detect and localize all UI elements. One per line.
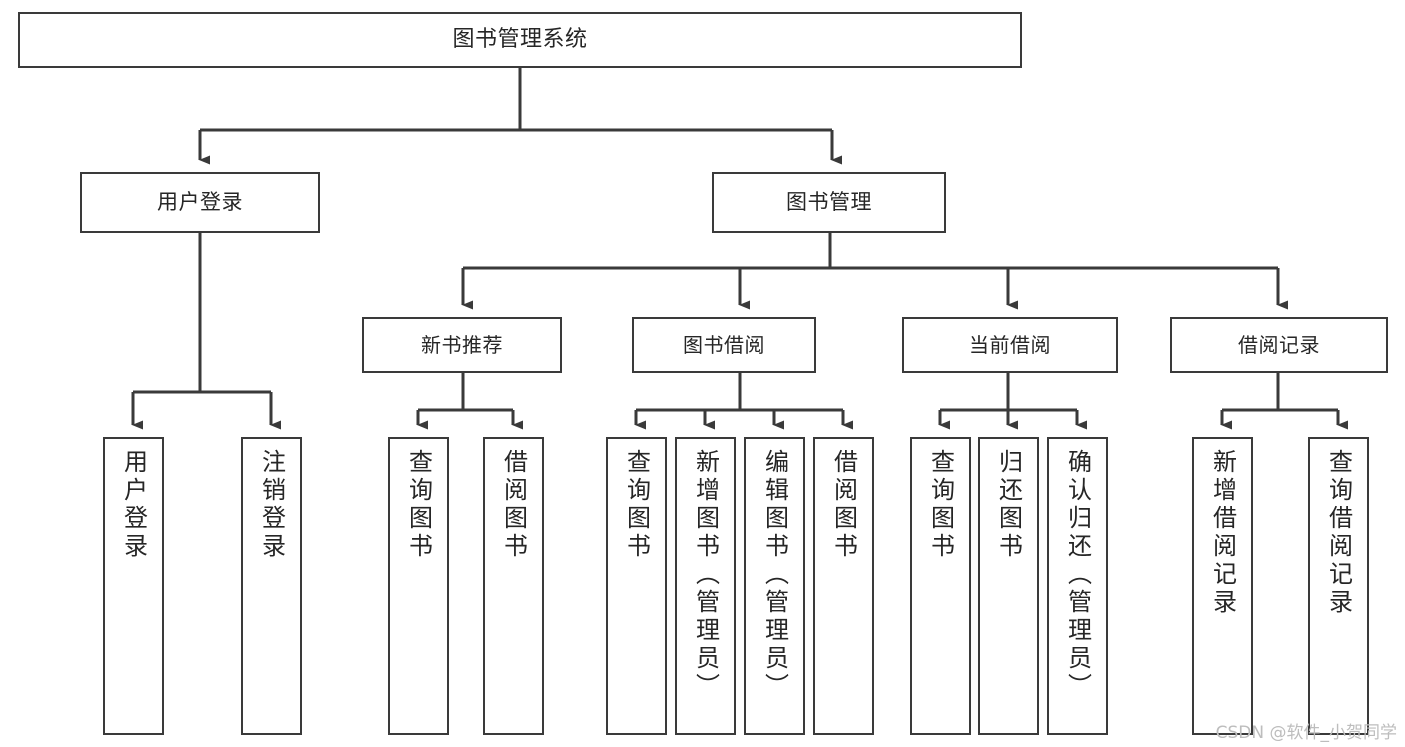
node-new-book-recommend-label: 新书推荐 xyxy=(421,332,503,357)
node-leaf-borrow-book-2[interactable]: 借阅图书 xyxy=(813,437,874,735)
node-book-borrow[interactable]: 图书借阅 xyxy=(632,317,816,373)
node-leaf-return-book[interactable]: 归还图书 xyxy=(978,437,1039,735)
node-leaf-add-book[interactable]: 新增图书（管理员） xyxy=(675,437,736,735)
node-leaf-query-book-3[interactable]: 查询图书 xyxy=(910,437,971,735)
node-leaf-query-book-1[interactable]: 查询图书 xyxy=(388,437,449,735)
node-root-label: 图书管理系统 xyxy=(452,27,588,53)
node-book-management-label: 图书管理 xyxy=(786,190,872,215)
node-leaf-add-record-label: 新增借阅记录 xyxy=(1208,449,1237,617)
node-leaf-return-book-label: 归还图书 xyxy=(994,449,1023,561)
watermark: CSDN @软件_小贺同学 xyxy=(1215,723,1397,743)
node-leaf-query-book-1-label: 查询图书 xyxy=(404,449,433,561)
node-leaf-borrow-book-1-label: 借阅图书 xyxy=(499,449,528,561)
node-book-borrow-label: 图书借阅 xyxy=(683,332,765,357)
node-leaf-query-book-2[interactable]: 查询图书 xyxy=(606,437,667,735)
node-user-login[interactable]: 用户登录 xyxy=(80,172,320,233)
node-leaf-logout-login-label: 注销登录 xyxy=(257,449,286,561)
node-current-borrow-label: 当前借阅 xyxy=(969,332,1051,357)
node-leaf-query-record[interactable]: 查询借阅记录 xyxy=(1308,437,1369,735)
node-new-book-recommend[interactable]: 新书推荐 xyxy=(362,317,562,373)
node-leaf-borrow-book-1[interactable]: 借阅图书 xyxy=(483,437,544,735)
node-leaf-confirm-return-label: 确认归还（管理员） xyxy=(1063,449,1092,701)
node-leaf-user-login-label: 用户登录 xyxy=(119,449,148,561)
node-user-login-label: 用户登录 xyxy=(157,190,243,215)
node-leaf-add-record[interactable]: 新增借阅记录 xyxy=(1192,437,1253,735)
node-leaf-add-book-label: 新增图书（管理员） xyxy=(691,449,720,701)
node-leaf-logout-login[interactable]: 注销登录 xyxy=(241,437,302,735)
node-leaf-confirm-return[interactable]: 确认归还（管理员） xyxy=(1047,437,1108,735)
node-leaf-edit-book-label: 编辑图书（管理员） xyxy=(760,449,789,701)
node-borrow-record[interactable]: 借阅记录 xyxy=(1170,317,1388,373)
node-leaf-query-record-label: 查询借阅记录 xyxy=(1324,449,1353,617)
node-leaf-edit-book[interactable]: 编辑图书（管理员） xyxy=(744,437,805,735)
node-leaf-query-book-3-label: 查询图书 xyxy=(926,449,955,561)
node-leaf-query-book-2-label: 查询图书 xyxy=(622,449,651,561)
node-book-management[interactable]: 图书管理 xyxy=(712,172,946,233)
node-borrow-record-label: 借阅记录 xyxy=(1238,332,1320,357)
node-root[interactable]: 图书管理系统 xyxy=(18,12,1022,68)
node-leaf-borrow-book-2-label: 借阅图书 xyxy=(829,449,858,561)
node-current-borrow[interactable]: 当前借阅 xyxy=(902,317,1118,373)
node-leaf-user-login[interactable]: 用户登录 xyxy=(103,437,164,735)
